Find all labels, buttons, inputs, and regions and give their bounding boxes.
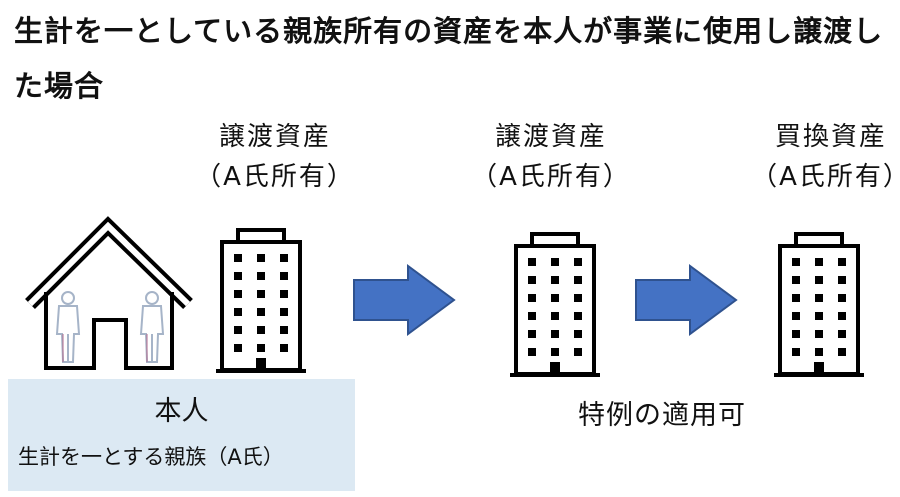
asset-name: 買換資産 xyxy=(774,122,887,152)
asset-owner: （A氏所有） xyxy=(751,162,900,192)
building-icon xyxy=(214,228,308,373)
building-icon xyxy=(508,232,602,377)
arrow-right-icon xyxy=(635,265,737,335)
asset-name: 譲渡資産 xyxy=(218,122,331,152)
page-title: 生計を一としている親族所有の資産を本人が事業に使用し譲渡した場合 xyxy=(14,14,884,103)
asset-label-transfer-2: 譲渡資産 （A氏所有） xyxy=(466,117,636,197)
building-icon xyxy=(772,232,866,377)
house-icon xyxy=(25,216,193,370)
self-relation: 生計を一とする親族（A氏） xyxy=(18,445,284,469)
arrow-right-icon xyxy=(353,265,455,335)
asset-name: 譲渡資産 xyxy=(494,122,607,152)
person-icon xyxy=(140,291,164,363)
asset-label-replacement: 買換資産 （A氏所有） xyxy=(746,117,900,197)
self-box: 本人 生計を一とする親族（A氏） xyxy=(8,379,355,491)
asset-owner: （A氏所有） xyxy=(195,162,355,192)
self-name: 本人 xyxy=(154,396,209,427)
person-icon xyxy=(56,291,80,363)
asset-label-transfer-1: 譲渡資産 （A氏所有） xyxy=(190,117,360,197)
special-provision-result: 特例の適用可 xyxy=(578,400,746,431)
asset-owner: （A氏所有） xyxy=(471,162,631,192)
